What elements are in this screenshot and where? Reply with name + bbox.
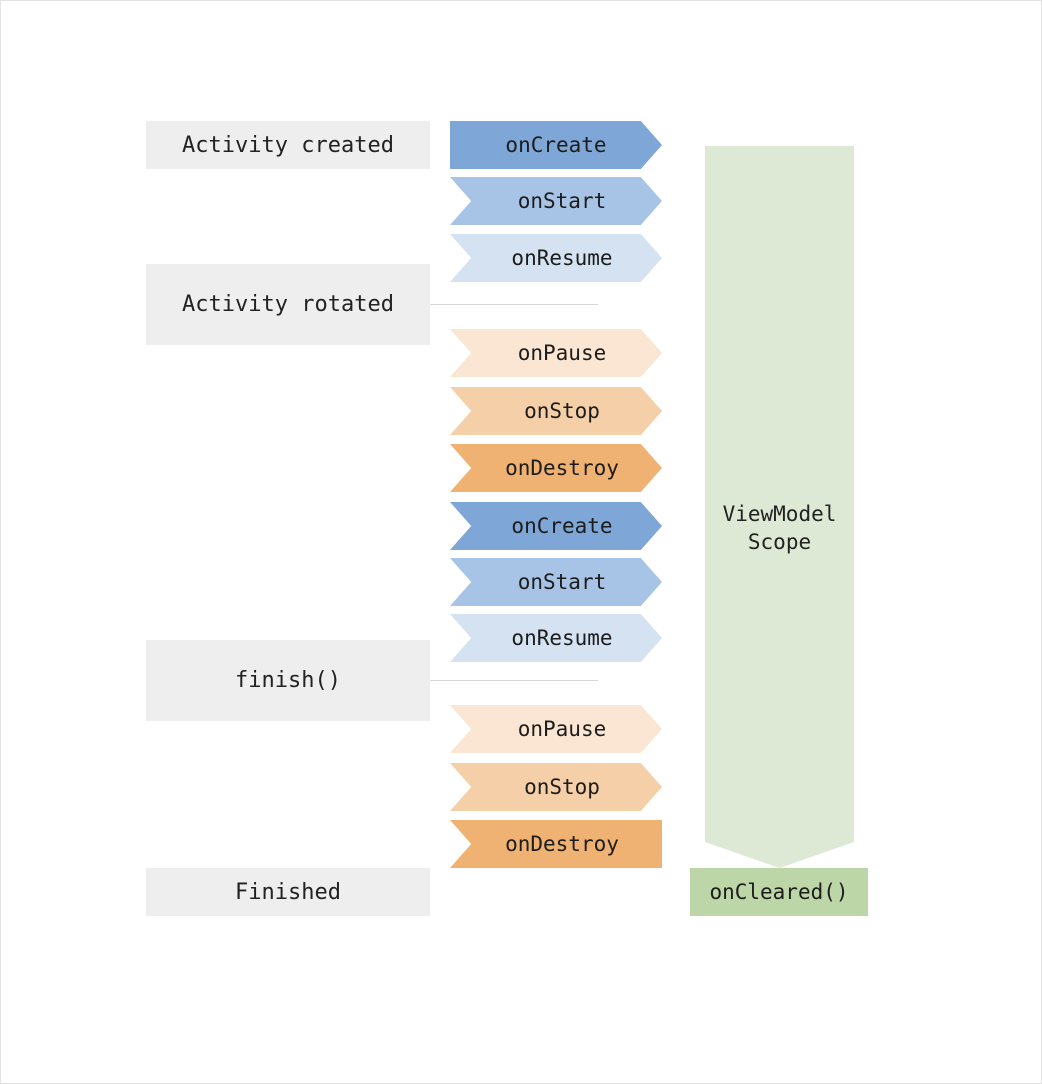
oncleared-box: onCleared(): [690, 868, 868, 916]
state-finished: Finished: [146, 868, 430, 916]
step-label: onResume: [511, 626, 613, 650]
step-onresume: onResume: [450, 234, 662, 282]
step-onstart: onStart: [450, 558, 662, 606]
state-label: Finished: [235, 879, 341, 905]
step-label: onResume: [511, 246, 613, 270]
state-activity-rotated: Activity rotated: [146, 264, 430, 345]
step-oncreate: onCreate: [450, 121, 662, 169]
step-label: onCreate: [505, 133, 607, 157]
state-label: Activity rotated: [182, 292, 394, 317]
step-onstop: onStop: [450, 387, 662, 435]
step-onpause: onPause: [450, 329, 662, 377]
state-label: Activity created: [182, 132, 394, 158]
step-label: onStart: [517, 189, 607, 213]
connector-line: [430, 680, 598, 681]
step-label: onCreate: [511, 514, 613, 538]
viewmodel-scope-label: ViewModel Scope: [705, 500, 854, 556]
step-onresume: onResume: [450, 614, 662, 662]
viewmodel-scope-arrow: [705, 146, 854, 868]
step-onpause: onPause: [450, 705, 662, 753]
step-label: onDestroy: [505, 456, 619, 480]
step-ondestroy: onDestroy: [450, 444, 662, 492]
scope-label-line: ViewModel: [722, 502, 837, 526]
step-label: onStop: [524, 399, 600, 423]
step-label: onDestroy: [505, 832, 619, 856]
scope-label-line: Scope: [747, 530, 812, 554]
step-ondestroy: onDestroy: [450, 820, 662, 868]
state-activity-created: Activity created: [146, 121, 430, 169]
step-label: onStop: [524, 775, 600, 799]
state-label: finish(): [235, 668, 341, 693]
state-finish-call: finish(): [146, 640, 430, 721]
step-label: onPause: [517, 341, 607, 365]
step-label: onStart: [517, 570, 607, 594]
oncleared-label: onCleared(): [709, 880, 849, 904]
step-label: onPause: [517, 717, 607, 741]
step-onstart: onStart: [450, 177, 662, 225]
step-onstop: onStop: [450, 763, 662, 811]
step-oncreate: onCreate: [450, 502, 662, 550]
connector-line: [430, 304, 598, 305]
